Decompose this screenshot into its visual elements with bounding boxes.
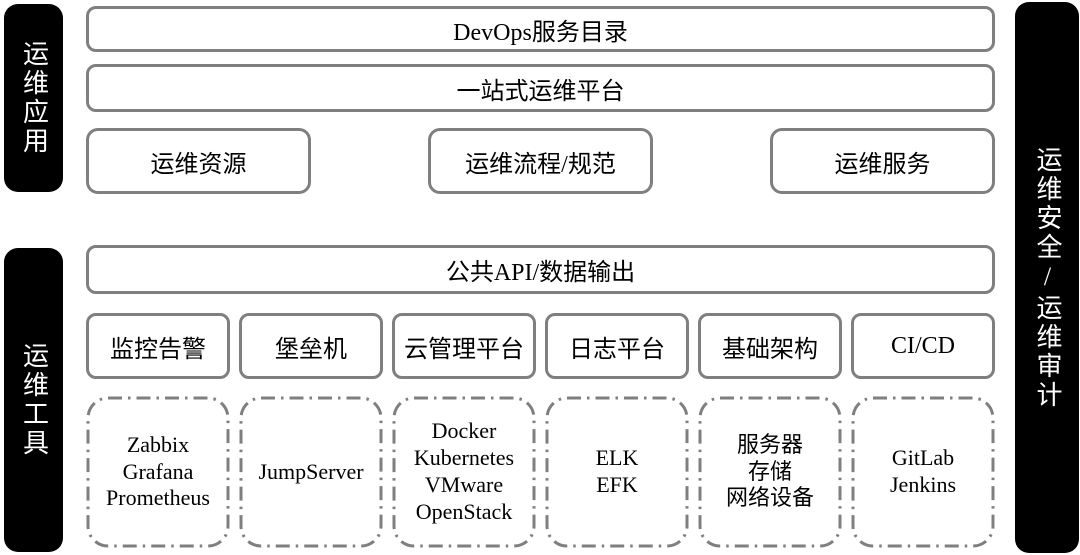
module-ops-resources: 运维资源 bbox=[86, 128, 311, 194]
dash-dot-border bbox=[698, 396, 842, 548]
tools-infrastructure: 服务器 存储 网络设备 bbox=[698, 396, 842, 548]
tool-list: GitLab Jenkins bbox=[890, 445, 956, 497]
tool-category-row: 监控告警 堡垒机 云管理平台 日志平台 基础架构 CI/CD bbox=[86, 313, 995, 379]
category-log-platform: 日志平台 bbox=[545, 313, 689, 379]
category-monitoring-alerting: 监控告警 bbox=[86, 313, 230, 379]
tools-log-platform: ELK EFK bbox=[545, 396, 689, 548]
dash-dot-border bbox=[86, 396, 230, 548]
tools-ci-cd: GitLab Jenkins bbox=[851, 396, 995, 548]
left-rail-ops-tools: 运维工具 bbox=[4, 248, 63, 552]
category-infrastructure: 基础架构 bbox=[698, 313, 842, 379]
dash-dot-border bbox=[545, 396, 689, 548]
one-stop-ops-platform-box: 一站式运维平台 bbox=[86, 64, 995, 112]
dash-dot-border bbox=[851, 396, 995, 548]
tool-list: 服务器 存储 网络设备 bbox=[725, 431, 814, 511]
tools-monitoring-alerting: Zabbix Grafana Prometheus bbox=[86, 396, 230, 548]
category-bastion-host: 堡垒机 bbox=[239, 313, 383, 379]
category-cloud-management-platform: 云管理平台 bbox=[392, 313, 536, 379]
tool-list: Docker Kubernetes VMware OpenStack bbox=[413, 418, 515, 524]
dash-dot-border bbox=[239, 396, 383, 548]
ops-modules-row: 运维资源 运维流程/规范 运维服务 bbox=[86, 128, 995, 194]
dash-dot-border bbox=[392, 396, 536, 548]
module-ops-services: 运维服务 bbox=[770, 128, 995, 194]
right-rail-ops-security-audit: 运维安全/运维审计 bbox=[1015, 2, 1079, 553]
tool-list: Zabbix Grafana Prometheus bbox=[106, 431, 210, 511]
tool-list: JumpServer bbox=[258, 458, 364, 484]
tool-list: ELK EFK bbox=[595, 445, 639, 497]
public-api-data-output-box: 公共API/数据输出 bbox=[86, 245, 995, 294]
devops-service-catalog-box: DevOps服务目录 bbox=[86, 6, 995, 52]
left-rail-ops-application: 运维应用 bbox=[4, 4, 63, 192]
module-ops-process-standards: 运维流程/规范 bbox=[428, 128, 653, 194]
tools-cloud-management: Docker Kubernetes VMware OpenStack bbox=[392, 396, 536, 548]
tool-products-row: Zabbix Grafana Prometheus JumpServer Doc… bbox=[86, 396, 995, 548]
category-ci-cd: CI/CD bbox=[851, 313, 995, 379]
tools-bastion-host: JumpServer bbox=[239, 396, 383, 548]
